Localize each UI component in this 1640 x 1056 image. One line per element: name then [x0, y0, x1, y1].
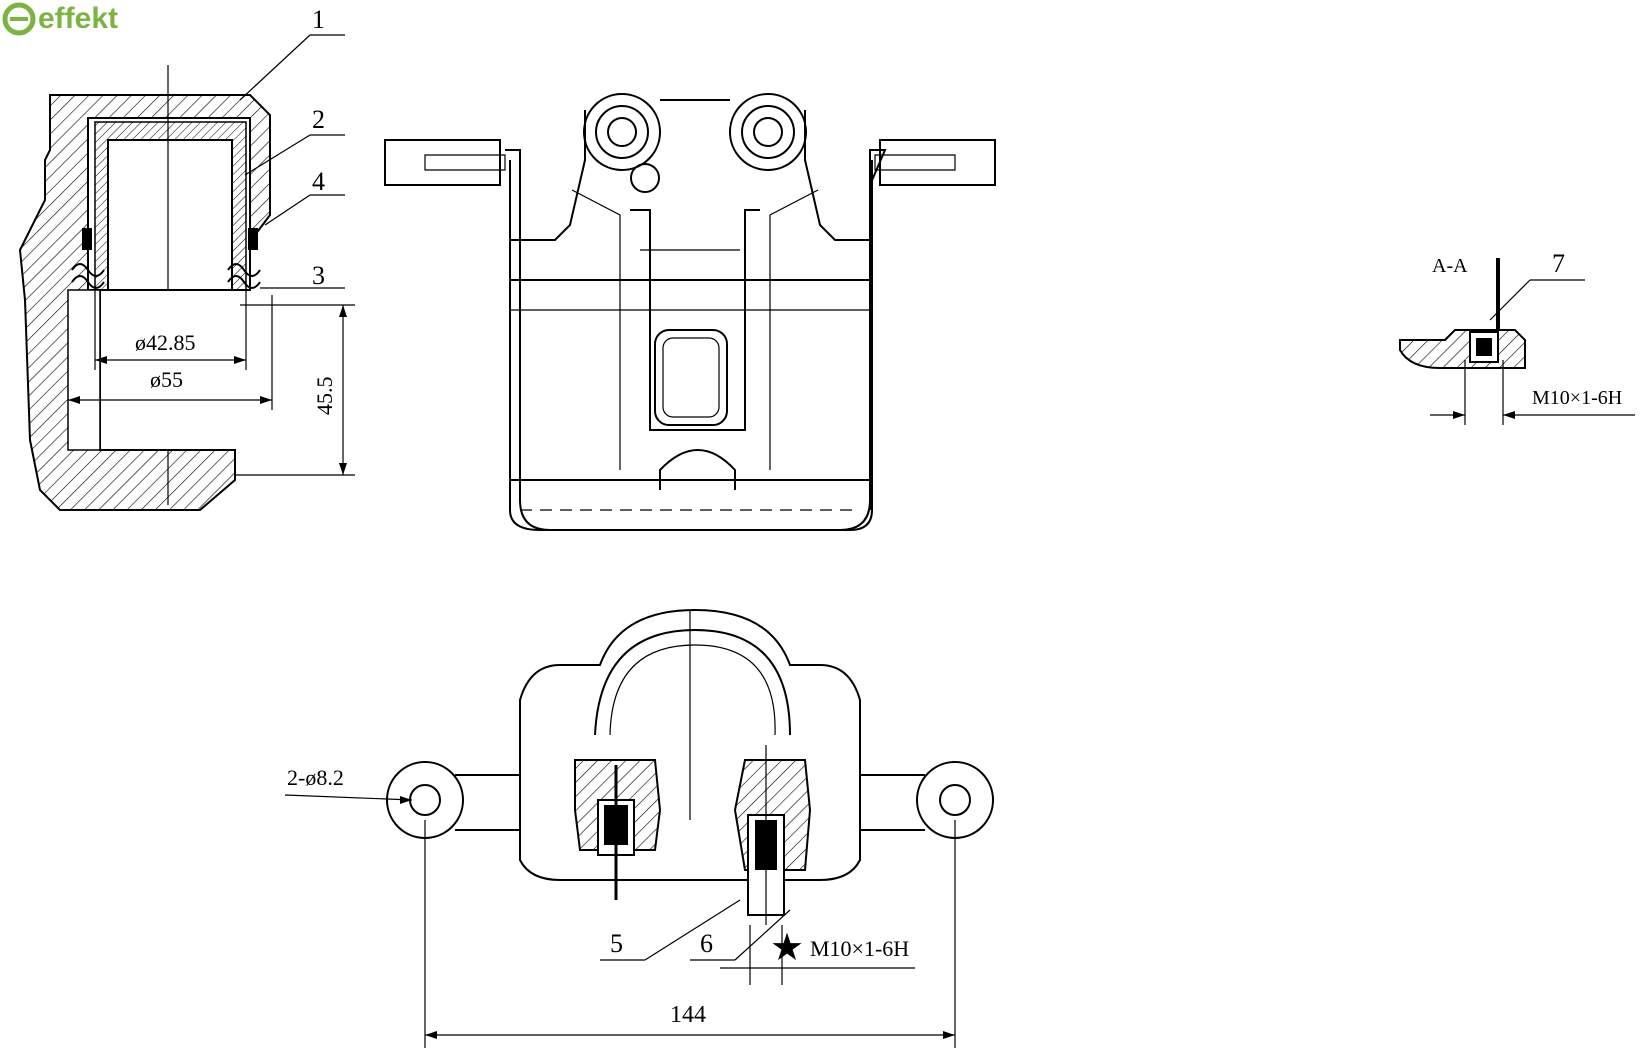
- mount-hole-right: [939, 784, 971, 816]
- callout-5: 5: [610, 929, 623, 958]
- mount-holes-dim: 2-ø8.2: [287, 765, 344, 790]
- brand-name: effekt: [38, 2, 118, 35]
- callout-4: 4: [312, 167, 325, 196]
- bottom-thread-dim: M10×1-6H: [810, 936, 909, 961]
- callout-1: 1: [312, 5, 325, 34]
- callout-7: 7: [1552, 249, 1565, 278]
- piston-inner: [107, 139, 233, 291]
- caliper-window: [654, 329, 728, 426]
- bore-outer-dim: ø55: [150, 367, 183, 392]
- callout-3: 3: [312, 261, 325, 290]
- mount-hole-left: [409, 784, 441, 816]
- front-view: [384, 93, 996, 531]
- bore-inner-dim: ø42.85: [135, 330, 196, 355]
- section-aa-body: [1399, 329, 1526, 369]
- bleed-screw-top: [630, 163, 660, 193]
- dust-seal-left: [71, 228, 105, 289]
- section-aa-view: A-A 7 M10×1-6H: [1399, 249, 1635, 425]
- e-circle-logo-icon: [2, 2, 36, 36]
- cross-section-view: 1 2 4 3 ø42.85 ø55 45.5: [18, 5, 355, 511]
- callout-6: 6: [700, 929, 713, 958]
- brand-logo: effekt: [2, 2, 118, 36]
- depth-dim: 45.5: [312, 377, 337, 416]
- dust-seal-right: [227, 228, 261, 289]
- section-thread-dim: M10×1-6H: [1532, 387, 1622, 409]
- bottom-view: 5 6 ★ M10×1-6H 2-ø8.2 144: [284, 608, 994, 1048]
- callout-2: 2: [312, 105, 325, 134]
- section-label: A-A: [1432, 255, 1468, 277]
- star-icon: ★: [770, 925, 804, 969]
- mount-spacing-dim: 144: [670, 1002, 706, 1028]
